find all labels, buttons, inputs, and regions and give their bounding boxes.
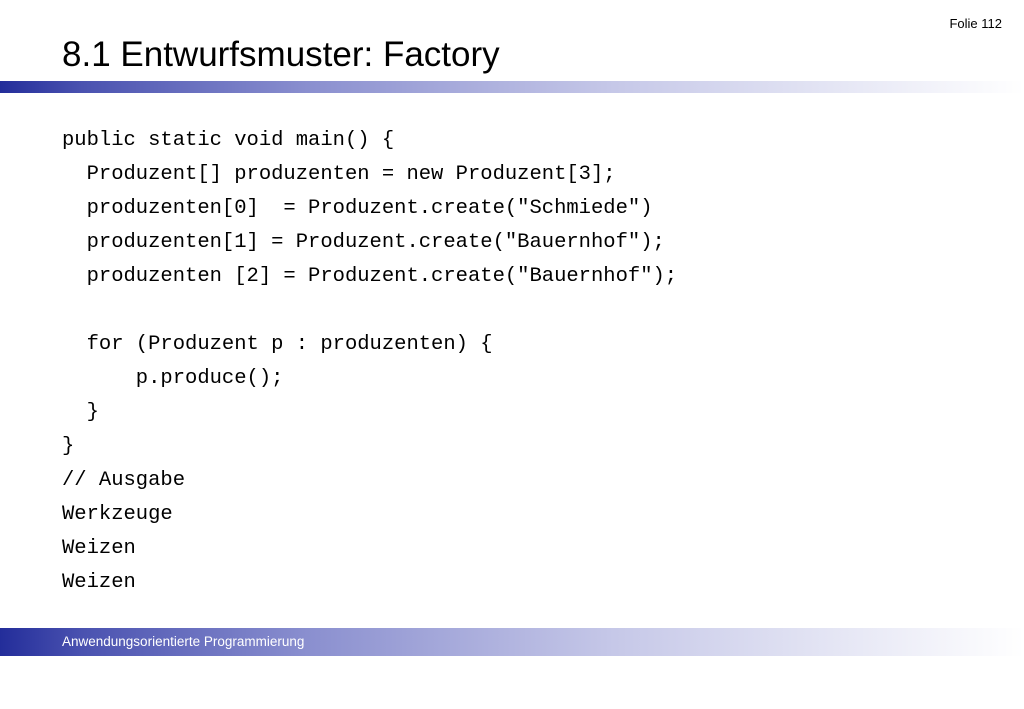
code-line: p.produce(); [62, 367, 284, 390]
code-line: Weizen [62, 571, 136, 594]
code-line: Produzent[] produzenten = new Produzent[… [62, 163, 616, 186]
code-line: produzenten[1] = Produzent.create("Bauer… [62, 231, 665, 254]
code-line: // Ausgabe [62, 469, 186, 492]
code-line: for (Produzent p : produzenten) { [62, 333, 493, 356]
code-block: public static void main() { Produzent[] … [62, 124, 677, 600]
code-line: Werkzeuge [62, 503, 173, 526]
code-line: produzenten[0] = Produzent.create("Schmi… [62, 197, 653, 220]
code-line [62, 294, 677, 328]
code-line: } [62, 435, 75, 458]
code-line: produzenten [2] = Produzent.create("Baue… [62, 265, 678, 288]
footer-bar [0, 628, 1024, 656]
code-line: Weizen [62, 537, 136, 560]
slide-number: Folie 112 [949, 16, 1002, 31]
footer-course-title: Anwendungsorientierte Programmierung [62, 634, 305, 649]
code-line: public static void main() { [62, 129, 395, 152]
slide-title: 8.1 Entwurfsmuster: Factory [62, 35, 500, 74]
title-underline-bar [0, 81, 1024, 93]
code-line: } [62, 401, 99, 424]
